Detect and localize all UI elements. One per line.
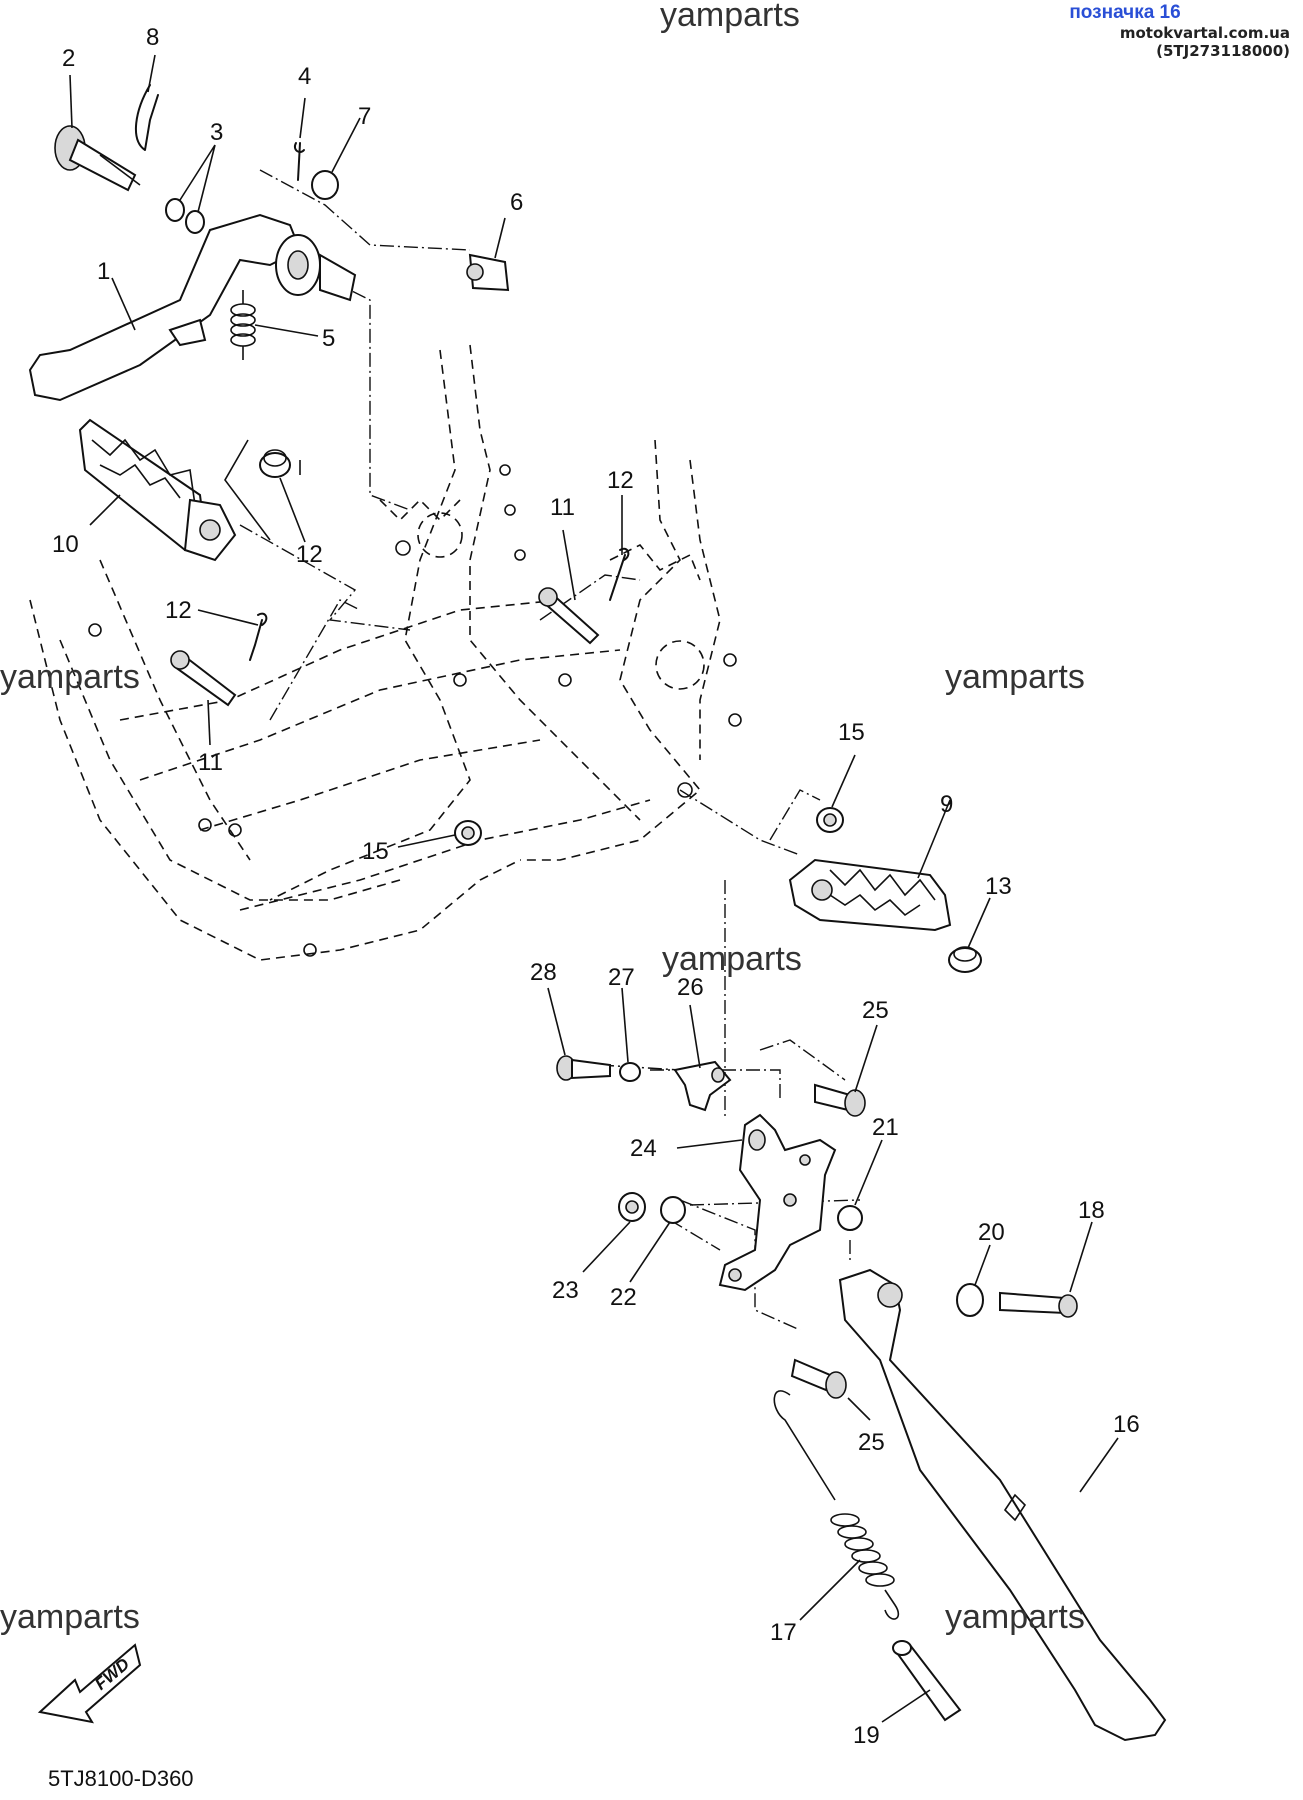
collar-27 — [619, 1062, 641, 1082]
callout-numbers: 2 8 3 4 7 6 1 5 10 12 11 12 12 11 15 15 … — [52, 24, 1140, 1749]
footpeg-left — [78, 418, 237, 562]
brake-pedal — [28, 213, 357, 402]
bolt-28 — [556, 1055, 611, 1081]
callout-4: 4 — [298, 63, 311, 90]
pivot-bolt — [54, 125, 141, 192]
collar-21 — [837, 1205, 863, 1231]
callout-6: 6 — [510, 189, 523, 216]
r-clip — [134, 84, 159, 151]
leader-lines — [69, 54, 1119, 1723]
callout-2: 2 — [62, 45, 75, 72]
callout-23: 23 — [552, 1277, 579, 1304]
watermark-left-bottom: yamparts — [0, 1598, 140, 1636]
callout-16: 16 — [1113, 1411, 1140, 1438]
cotter-pin-right — [609, 547, 630, 601]
callout-25a: 25 — [862, 997, 889, 1024]
callout-22: 22 — [610, 1284, 637, 1311]
callout-10: 10 — [52, 531, 79, 558]
cotter-pin-upper — [294, 142, 305, 181]
bolt-25-upper — [814, 1083, 866, 1117]
watermark-right-bottom: yamparts — [945, 1598, 1085, 1636]
sidestand-switch — [673, 1060, 732, 1112]
sidestand-bracket — [718, 1113, 837, 1292]
callout-13: 13 — [985, 873, 1012, 900]
callout-25b: 25 — [858, 1429, 885, 1456]
watermark-top: yamparts — [660, 0, 800, 34]
callout-26: 26 — [677, 974, 704, 1001]
source-link[interactable]: motokvartal.com.ua (5TJ273118000) — [1119, 24, 1290, 60]
callout-14: 12 — [296, 541, 323, 568]
washer-upper — [311, 170, 339, 200]
cotter-pin-left — [249, 612, 268, 661]
callout-28: 28 — [530, 959, 557, 986]
callout-1: 1 — [97, 258, 110, 285]
callout-20: 20 — [978, 1219, 1005, 1246]
footpeg-spring-left — [224, 439, 301, 541]
callout-8: 8 — [146, 24, 159, 51]
watermark-center: yamparts — [662, 940, 802, 978]
callout-11b: 11 — [198, 749, 223, 776]
watermark-left-mid: yamparts — [0, 658, 140, 696]
o-rings — [165, 198, 205, 234]
callout-11a: 11 — [550, 494, 575, 521]
fwd-arrow-badge: FWD — [37, 1643, 142, 1724]
sidestand — [838, 1268, 1167, 1742]
washer-22 — [660, 1196, 686, 1224]
bolt-25-lower — [790, 1358, 847, 1399]
frame-outline — [29, 344, 742, 961]
callout-12a: 12 — [607, 467, 634, 494]
reference-title: позначка 16 — [1069, 2, 1181, 23]
callout-9: 9 — [940, 791, 953, 818]
footpeg-pin-left — [170, 650, 237, 707]
footpeg-right — [788, 858, 952, 932]
callout-15b: 15 — [362, 838, 389, 865]
footpeg-spring-right — [948, 946, 982, 973]
bolt-19 — [999, 1291, 1078, 1318]
callout-21: 21 — [872, 1114, 899, 1141]
watermark-right-mid: yamparts — [945, 658, 1085, 696]
sidestand-spring — [773, 1390, 900, 1620]
callout-24: 24 — [630, 1135, 657, 1162]
callout-18: 19 — [853, 1722, 880, 1749]
footpeg-pin-right — [538, 587, 600, 645]
callout-17: 17 — [770, 1619, 797, 1646]
callout-12b: 12 — [165, 597, 192, 624]
callout-19: 18 — [1078, 1197, 1105, 1224]
damper-right — [816, 807, 844, 833]
callout-5: 5 — [322, 325, 335, 352]
return-spring — [230, 290, 256, 360]
callout-15a: 15 — [838, 719, 865, 746]
sidestand-pin — [892, 1640, 962, 1722]
callout-27: 27 — [608, 964, 635, 991]
clevis-pin — [466, 253, 510, 292]
callout-3: 3 — [210, 119, 223, 146]
diagram-code: 5TJ8100-D360 — [48, 1766, 194, 1791]
washer-20 — [956, 1283, 984, 1317]
nut-23 — [618, 1192, 646, 1222]
callout-7: 7 — [358, 103, 371, 130]
damper-center — [454, 820, 482, 846]
watermarks: yamparts yamparts yamparts yamparts yamp… — [0, 0, 1085, 1636]
